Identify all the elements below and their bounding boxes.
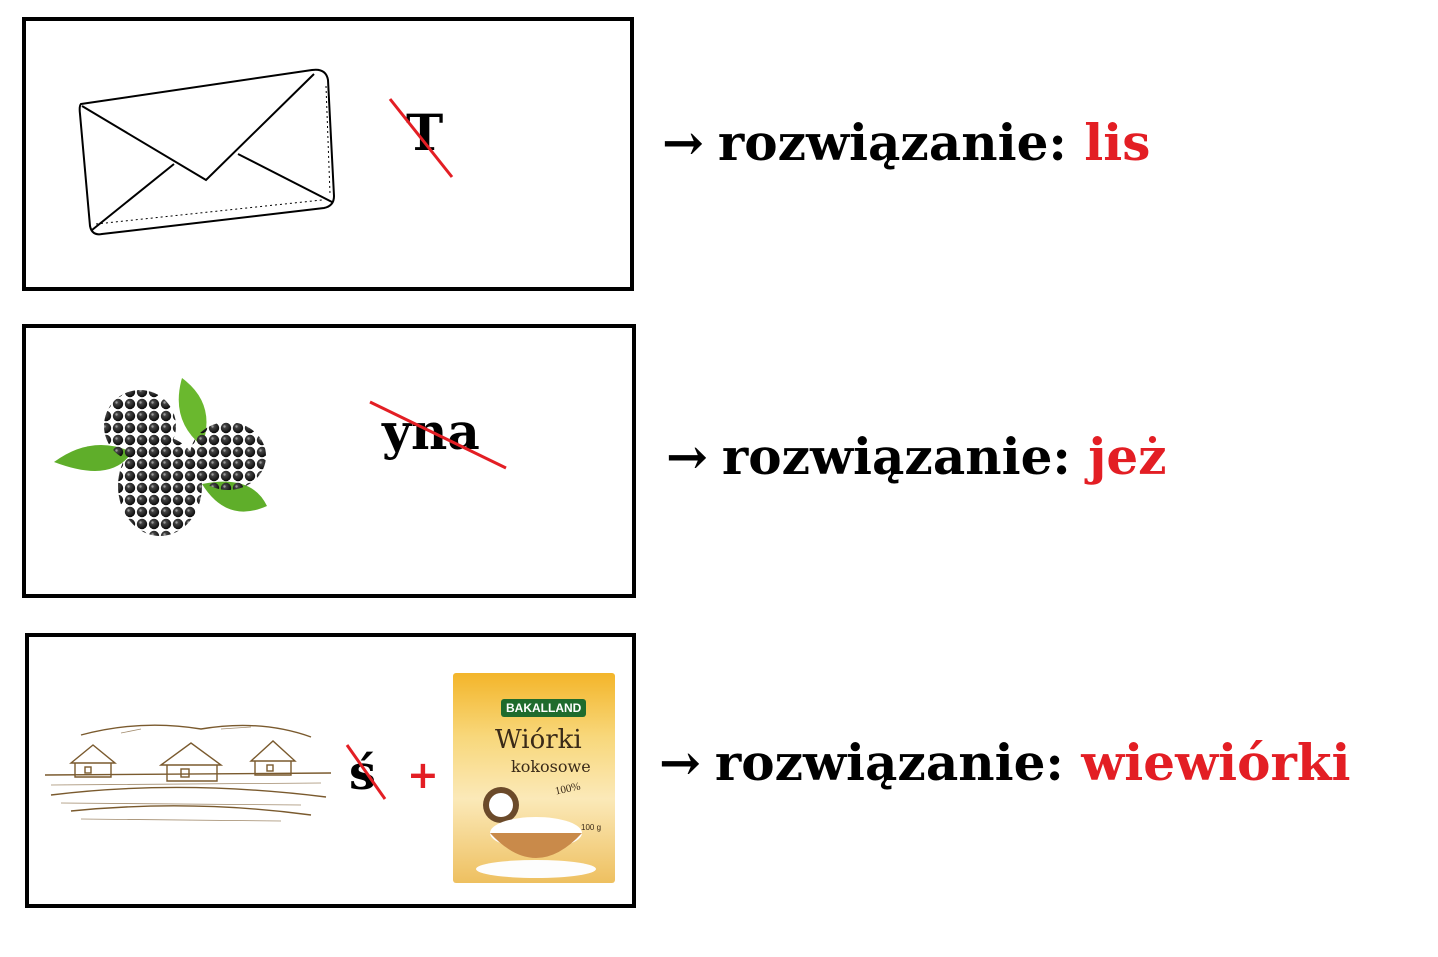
envelope-icon bbox=[78, 68, 336, 236]
answer-label: rozwiązanie: bbox=[714, 733, 1064, 792]
puzzle-box-1: T bbox=[22, 17, 634, 291]
puzzle-box-2: yna bbox=[22, 324, 636, 598]
package-brand: BAKALLAND bbox=[501, 699, 587, 717]
struck-letter: ś bbox=[349, 745, 377, 801]
village-icon bbox=[44, 724, 331, 822]
arrow-icon: → bbox=[659, 733, 701, 792]
struck-syllable: yna bbox=[382, 402, 480, 461]
answer-label: rozwiązanie: bbox=[717, 113, 1067, 172]
arrow-icon: → bbox=[662, 113, 704, 172]
answer-word: wiewiórki bbox=[1081, 733, 1351, 792]
answer-word: lis bbox=[1084, 113, 1151, 172]
answer-label: rozwiązanie: bbox=[721, 427, 1071, 486]
package-title: Wiórki bbox=[495, 725, 582, 755]
answer-line-2: →rozwiązanie: jeż bbox=[666, 432, 1167, 482]
answer-line-1: →rozwiązanie: lis bbox=[662, 118, 1150, 168]
puzzle-box-3: ś + BAKALLAND Wiórki kokosowe 100% 100 g bbox=[25, 633, 636, 908]
coconut-package: BAKALLAND Wiórki kokosowe 100% 100 g bbox=[453, 673, 615, 883]
plus-sign: + bbox=[407, 753, 439, 797]
package-subtitle: kokosowe bbox=[511, 757, 591, 776]
struck-letter: T bbox=[406, 103, 444, 162]
blackberry-icon bbox=[54, 378, 267, 536]
coconut-bowl-icon bbox=[476, 787, 596, 878]
answer-line-3: →rozwiązanie: wiewiórki bbox=[659, 738, 1350, 788]
package-weight: 100 g bbox=[581, 823, 602, 832]
arrow-icon: → bbox=[666, 427, 708, 486]
answer-word: jeż bbox=[1088, 427, 1167, 486]
